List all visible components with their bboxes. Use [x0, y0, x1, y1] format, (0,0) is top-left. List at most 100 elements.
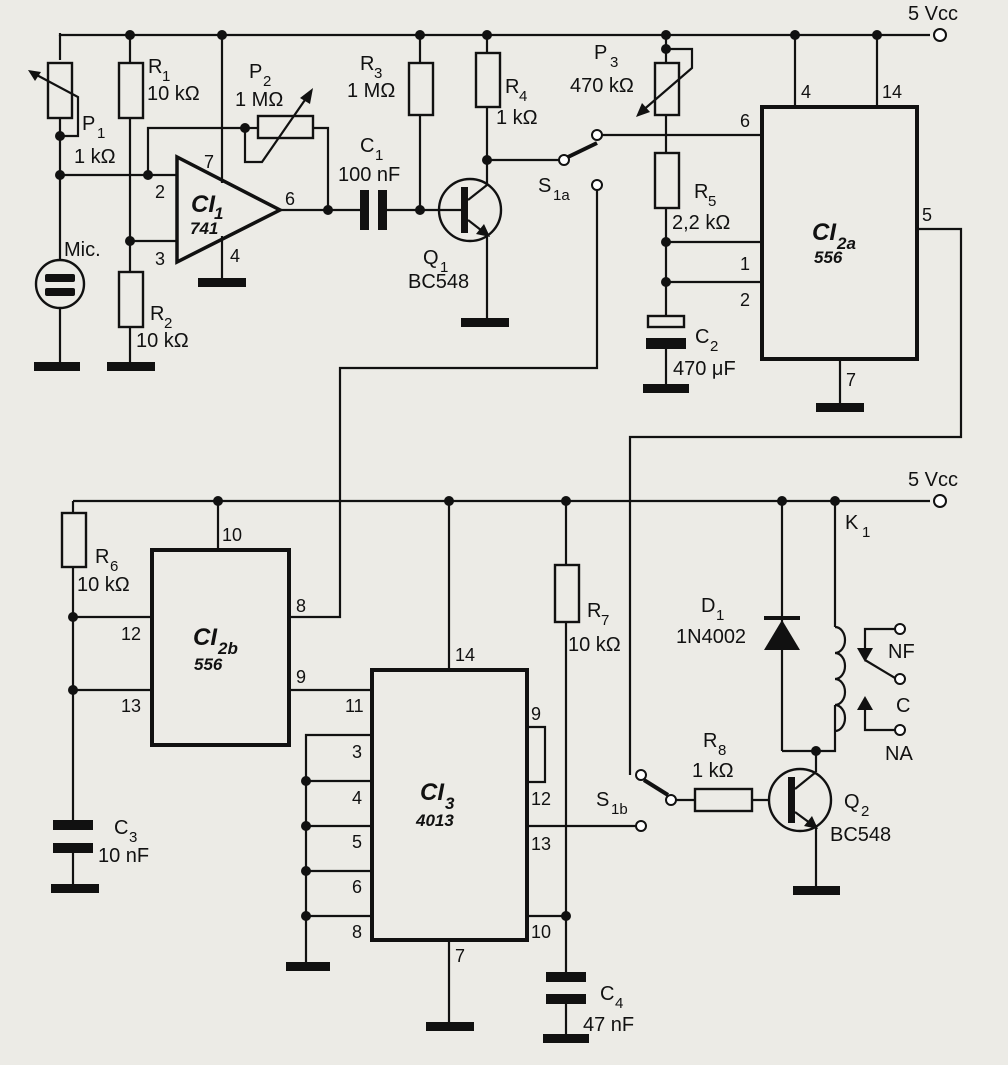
p2-value: 1 MΩ [235, 89, 283, 111]
r4-value: 1 kΩ [496, 107, 538, 129]
r1-ref: R [148, 56, 162, 78]
ci3-pin3: 3 [352, 742, 362, 762]
capacitor-c3 [51, 820, 99, 893]
resistor-r1 [117, 35, 145, 272]
r5-ref: R [694, 181, 708, 203]
ci2b-pin12: 12 [121, 624, 141, 644]
c4-value: 47 nF [583, 1014, 634, 1036]
c1-sub: 1 [375, 147, 383, 164]
p2-ref: P [249, 61, 262, 83]
r2-ref: R [150, 303, 164, 325]
c2-ref: C [695, 326, 709, 348]
ci2a-pin1: 1 [740, 254, 750, 274]
vcc-label-bottom: 5 Vcc [908, 469, 958, 491]
ci3-pin5: 5 [352, 832, 362, 852]
diode-d1 [764, 501, 837, 753]
ci3-pin7: 7 [455, 946, 465, 966]
ci2b-pin13: 13 [121, 696, 141, 716]
r1-value: 10 kΩ [147, 83, 200, 105]
resistor-r8 [693, 787, 775, 813]
c3-ref: C [114, 817, 128, 839]
ci2a-pin6: 6 [740, 111, 750, 131]
ci1-sub: 1 [214, 204, 223, 223]
ic-ci3-4013 [286, 501, 636, 1031]
k1-contact-c[interactable]: C [896, 695, 910, 717]
r8-ref: R [703, 730, 717, 752]
c1-ref: C [360, 135, 374, 157]
ci2a-pin4: 4 [801, 82, 811, 102]
vcc-label-top: 5 Vcc [908, 3, 958, 25]
ci3-ref: CI [420, 779, 445, 806]
r2-value: 10 kΩ [136, 330, 189, 352]
q1-part: BC548 [408, 271, 469, 293]
vcc-terminal-bottom[interactable] [933, 494, 947, 508]
r4-ref: R [505, 76, 519, 98]
r8-sub: 8 [718, 742, 726, 759]
relay-k1 [833, 501, 906, 736]
resistor-r5 [653, 151, 760, 315]
ci2a-ref: CI [812, 219, 837, 246]
r3-value: 1 MΩ [347, 80, 395, 102]
d1-part: 1N4002 [676, 626, 746, 648]
r6-sub: 6 [110, 558, 118, 575]
d1-sub: 1 [716, 607, 724, 624]
resistor-r7 [553, 501, 581, 972]
s1b-sub: 1b [611, 801, 628, 818]
ci3-pin4: 4 [352, 788, 362, 808]
resistor-r2 [107, 236, 177, 371]
c3-value: 10 nF [98, 845, 149, 867]
ci2b-sub: 2b [217, 639, 238, 658]
ci1-ref: CI [191, 191, 216, 218]
ci1-pin3: 3 [155, 249, 165, 269]
c2-sub: 2 [710, 338, 718, 355]
potentiometer-p1 [28, 61, 80, 370]
r6-value: 10 kΩ [77, 574, 130, 596]
resistor-r6 [60, 511, 152, 820]
ci1-pin7: 7 [204, 152, 214, 172]
r5-sub: 5 [708, 193, 716, 210]
d1-ref: D [701, 595, 715, 617]
c1-value: 100 nF [338, 164, 400, 186]
switch-s1a[interactable] [290, 129, 760, 619]
ci3-pin8: 8 [352, 922, 362, 942]
opamp-ci1 [175, 35, 360, 287]
q1-sub: 1 [440, 259, 448, 276]
r4-sub: 4 [519, 88, 527, 105]
k1-contact-na[interactable]: NA [885, 743, 913, 765]
r2-sub: 2 [164, 315, 172, 332]
p1-sub: 1 [97, 125, 105, 142]
p2-sub: 2 [263, 73, 271, 90]
r7-sub: 7 [601, 612, 609, 629]
ci3-pin13: 13 [531, 834, 551, 854]
bottom-supply-rail [71, 496, 930, 513]
r5-value: 2,2 kΩ [672, 212, 730, 234]
p3-sub: 3 [610, 54, 618, 71]
ci2b-pin8: 8 [296, 596, 306, 616]
p3-ref: P [594, 42, 607, 64]
q2-ref: Q [844, 791, 860, 813]
ci1-pin2: 2 [155, 182, 165, 202]
capacitor-c4 [543, 972, 589, 1043]
r6-ref: R [95, 546, 109, 568]
k1-contact-nf[interactable]: NF [888, 641, 915, 663]
vcc-terminal-top[interactable] [933, 28, 947, 42]
ci2b-part: 556 [194, 655, 223, 674]
switch-s1b[interactable] [635, 769, 695, 832]
capacitor-c1 [360, 190, 440, 230]
ci3-pin11: 11 [345, 696, 364, 716]
ci2a-pin2: 2 [740, 290, 750, 310]
ci1-pin4: 4 [230, 246, 240, 266]
k1-sub: 1 [862, 524, 870, 541]
ci3-pin14: 14 [455, 645, 475, 665]
ci3-pin12: 12 [531, 789, 551, 809]
s1a-ref: S [538, 175, 551, 197]
q1-ref: Q [423, 247, 439, 269]
c4-sub: 4 [615, 995, 623, 1012]
ci1-pin6: 6 [285, 189, 295, 209]
ci3-pin10: 10 [531, 922, 551, 942]
r8-value: 1 kΩ [692, 760, 734, 782]
s1b-ref: S [596, 789, 609, 811]
ci3-pin9: 9 [531, 704, 541, 724]
